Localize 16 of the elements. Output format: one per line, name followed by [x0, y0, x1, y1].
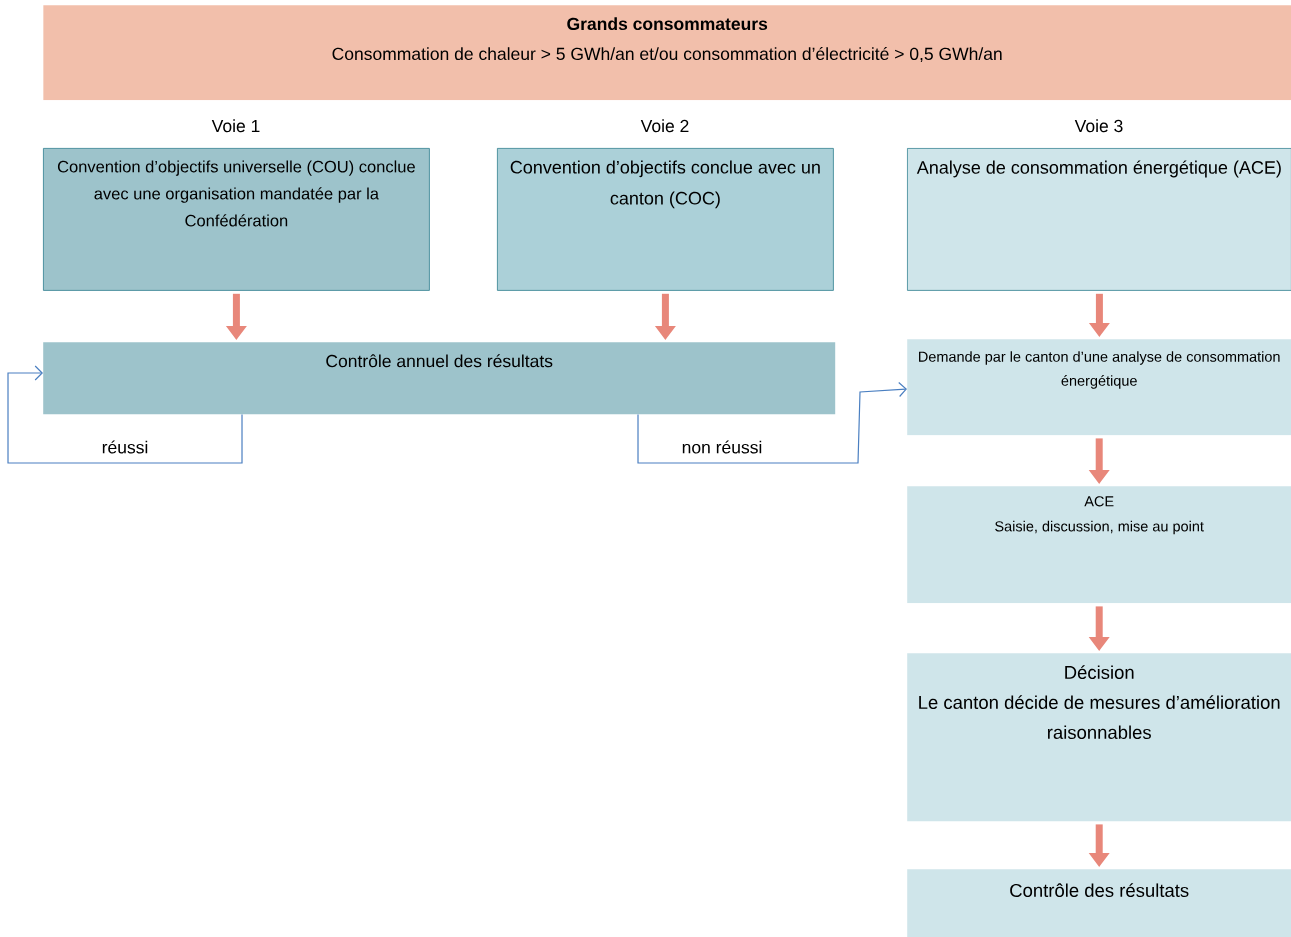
- process-box: Convention d’objectifs conclue avec un canton (COC): [497, 148, 834, 291]
- edge-label: non réussi: [679, 438, 765, 456]
- process-box: Analyse de consommation énergétique (ACE): [907, 148, 1291, 291]
- arrow: [637, 381, 907, 464]
- title-band: Grands consommateurs Consommation de chaleur > 5 GWh/an et/ou consommation d’électricité > 0,5 GWh/an: [43, 5, 1291, 101]
- process-box: Contrôle annuel des résultats: [43, 342, 836, 415]
- process-box: Convention d’objectifs universelle (COU) conclue avec une organisation mandatée par la Confédération: [43, 148, 430, 291]
- process-box: Décision Le canton décide de mesures d’amélioration raisonnables: [907, 653, 1291, 822]
- process-box: Contrôle des résultats: [907, 869, 1291, 937]
- path-heading: Voie 2: [640, 119, 689, 133]
- process-box: Demande par le canton d’une analyse de consommation énergétique: [907, 339, 1291, 436]
- arrow: [7, 365, 243, 464]
- edge-label: réussi: [99, 438, 151, 456]
- path-heading: Voie 3: [1074, 119, 1123, 133]
- path-heading: Voie 1: [211, 119, 260, 133]
- process-box: ACE Saisie, discussion, mise au point: [907, 486, 1291, 604]
